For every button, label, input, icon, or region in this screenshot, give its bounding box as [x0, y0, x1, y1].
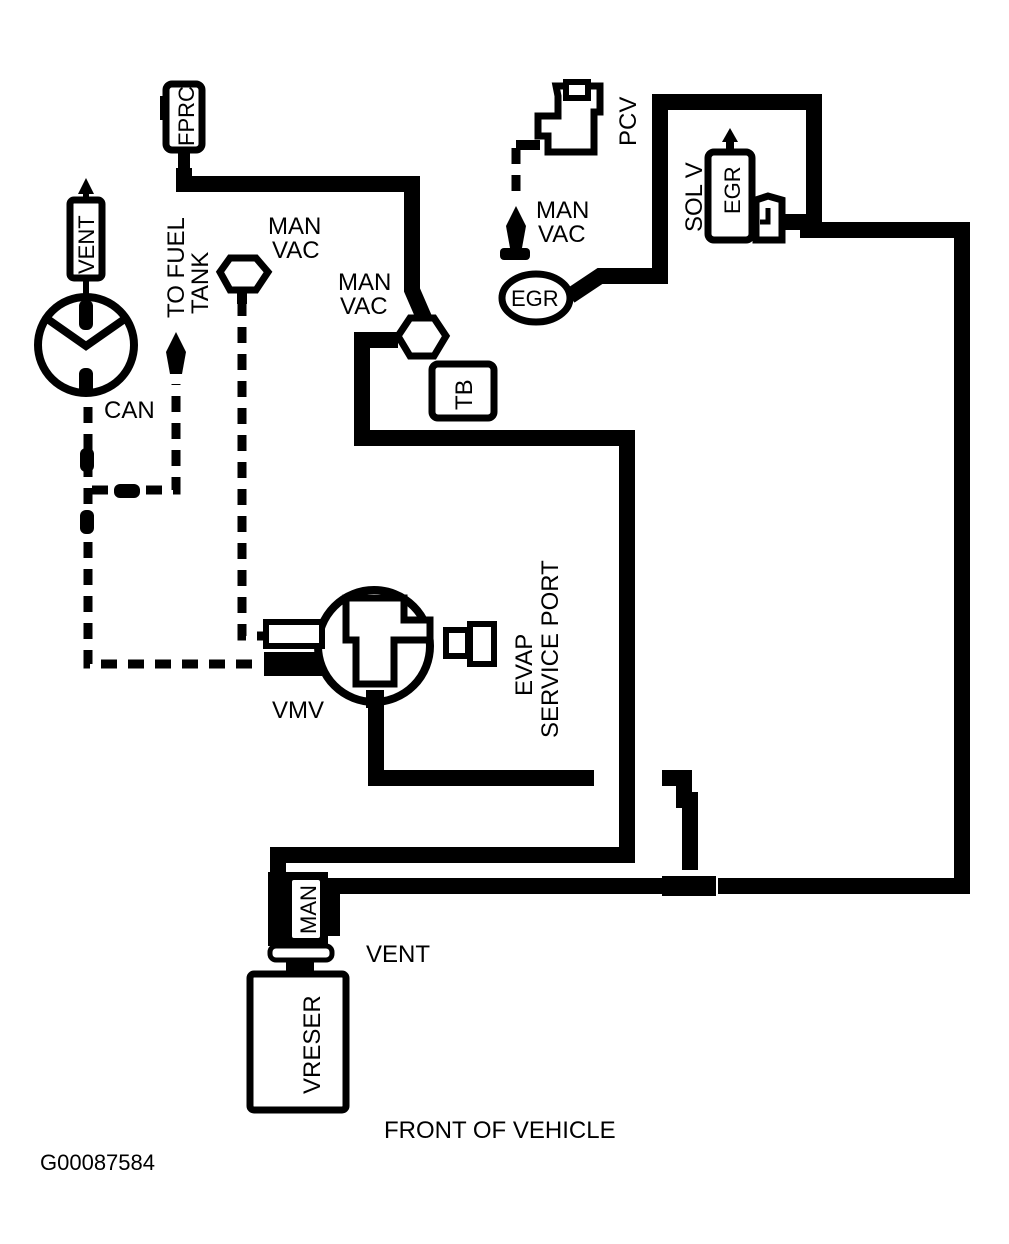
- tee-fitting: [662, 876, 716, 896]
- dashed-fitting-3: [114, 484, 140, 498]
- front-of-vehicle-label: FRONT OF VEHICLE: [384, 1117, 616, 1144]
- pcv-component: [516, 79, 604, 156]
- man-connector-component: MAN: [267, 872, 335, 974]
- hose-vmv-outlet: [368, 705, 594, 786]
- evap-label-1: EVAP: [511, 634, 538, 696]
- hose-manifold-main: [324, 878, 666, 936]
- vreser-label: VRESER: [299, 995, 326, 1094]
- dashed-fitting-2: [80, 510, 94, 534]
- canister-component: [34, 293, 138, 397]
- dashed-can-to-vmv: [83, 380, 262, 669]
- dashed-fitting-1: [80, 448, 94, 472]
- egr-oval-label: EGR: [511, 286, 559, 311]
- fuel-tank-valve: [166, 332, 186, 374]
- fprc-component: FPRC: [160, 80, 206, 172]
- man-vac-left-label-1: MAN: [268, 213, 321, 240]
- vent-top-component: VENT: [66, 178, 106, 304]
- egr-solenoid-component: EGR: [704, 128, 786, 244]
- tb-hex-fitting: [393, 314, 451, 360]
- to-fuel-tank-label-2: TANK: [187, 252, 214, 314]
- sol-v-label: SOL V: [681, 162, 708, 232]
- vent-top-label: VENT: [74, 215, 99, 274]
- vmv-component: [263, 586, 497, 708]
- dashed-manvac-to-vmv: [237, 300, 264, 641]
- vmv-label: VMV: [272, 697, 324, 724]
- man-vac-mid-label-1: MAN: [338, 269, 391, 296]
- hose-fprc-to-tb: [176, 168, 433, 324]
- man-vac-left-fitting: [215, 254, 273, 294]
- tb-label: TB: [451, 379, 478, 410]
- man-label: MAN: [296, 885, 321, 934]
- egr-oval-component: EGR: [498, 270, 574, 326]
- figure-id: G00087584: [40, 1150, 155, 1175]
- hose-tb-to-service-port: [270, 332, 635, 880]
- to-fuel-tank-label-1: TO FUEL: [163, 217, 190, 318]
- can-label: CAN: [104, 397, 155, 424]
- vreser-reservoir-component: VRESER: [246, 970, 350, 1114]
- man-vac-mid-label-2: VAC: [340, 293, 388, 320]
- hose-tee-stub: [662, 770, 698, 870]
- fprc-label: FPRC: [174, 86, 199, 146]
- man-vac-right-valve: [506, 206, 526, 248]
- pcv-label: PCV: [615, 97, 642, 146]
- tb-component: TB: [428, 360, 498, 422]
- egr-box-label: EGR: [720, 166, 745, 214]
- man-vac-right-label-2: VAC: [538, 221, 586, 248]
- hose-sol-v-to-manifold: [718, 222, 970, 894]
- evap-label-2: SERVICE PORT: [537, 560, 564, 738]
- man-vac-left-label-2: VAC: [272, 237, 320, 264]
- vent-bottom-label: VENT: [366, 941, 430, 968]
- man-vac-right-label-1: MAN: [536, 197, 589, 224]
